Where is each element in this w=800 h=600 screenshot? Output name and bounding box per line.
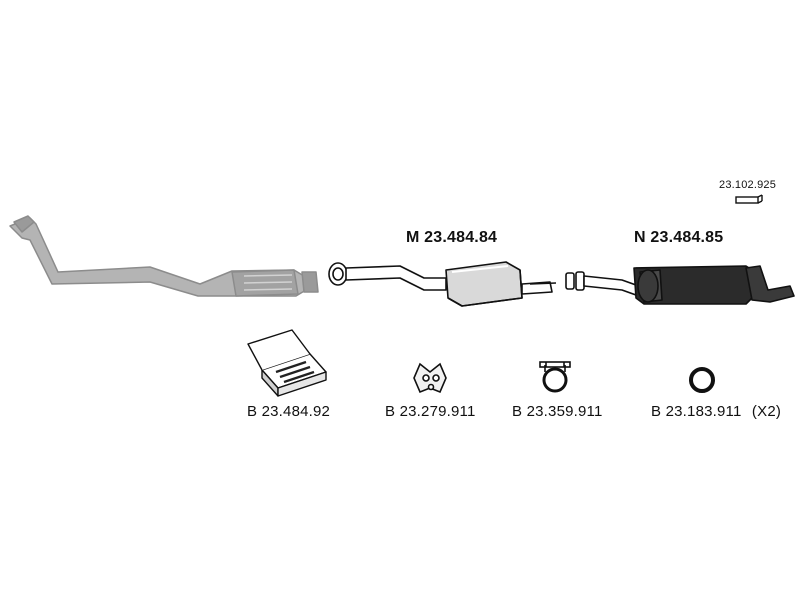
- rubber-mount-label: B 23.279.911: [385, 403, 476, 420]
- rear-silencer-label: N 23.484.85: [634, 229, 724, 246]
- sealing-ring-part-number: B 23.183.911: [651, 403, 742, 420]
- rubber-mount-icon[interactable]: [413, 362, 447, 394]
- sealing-ring-icon[interactable]: [689, 367, 715, 393]
- catalytic-front-pipe-icon[interactable]: [9, 215, 319, 297]
- sealing-ring-label: B 23.183.911 (X2): [651, 403, 781, 420]
- rear-hanger-label: 23.102.925: [719, 179, 777, 191]
- rear-hanger-icon[interactable]: [735, 194, 763, 204]
- pipe-clamp-label: B 23.359.911: [512, 403, 603, 420]
- middle-silencer-label: M 23.484.84: [406, 229, 498, 246]
- sealing-ring-quantity: (X2): [751, 403, 782, 420]
- mounting-kit-box-icon[interactable]: [247, 329, 327, 397]
- rear-silencer-icon[interactable]: [565, 265, 795, 305]
- mounting-kit-label: B 23.484.92: [247, 403, 331, 420]
- pipe-clamp-icon[interactable]: [539, 361, 571, 393]
- middle-silencer-icon[interactable]: [328, 261, 557, 307]
